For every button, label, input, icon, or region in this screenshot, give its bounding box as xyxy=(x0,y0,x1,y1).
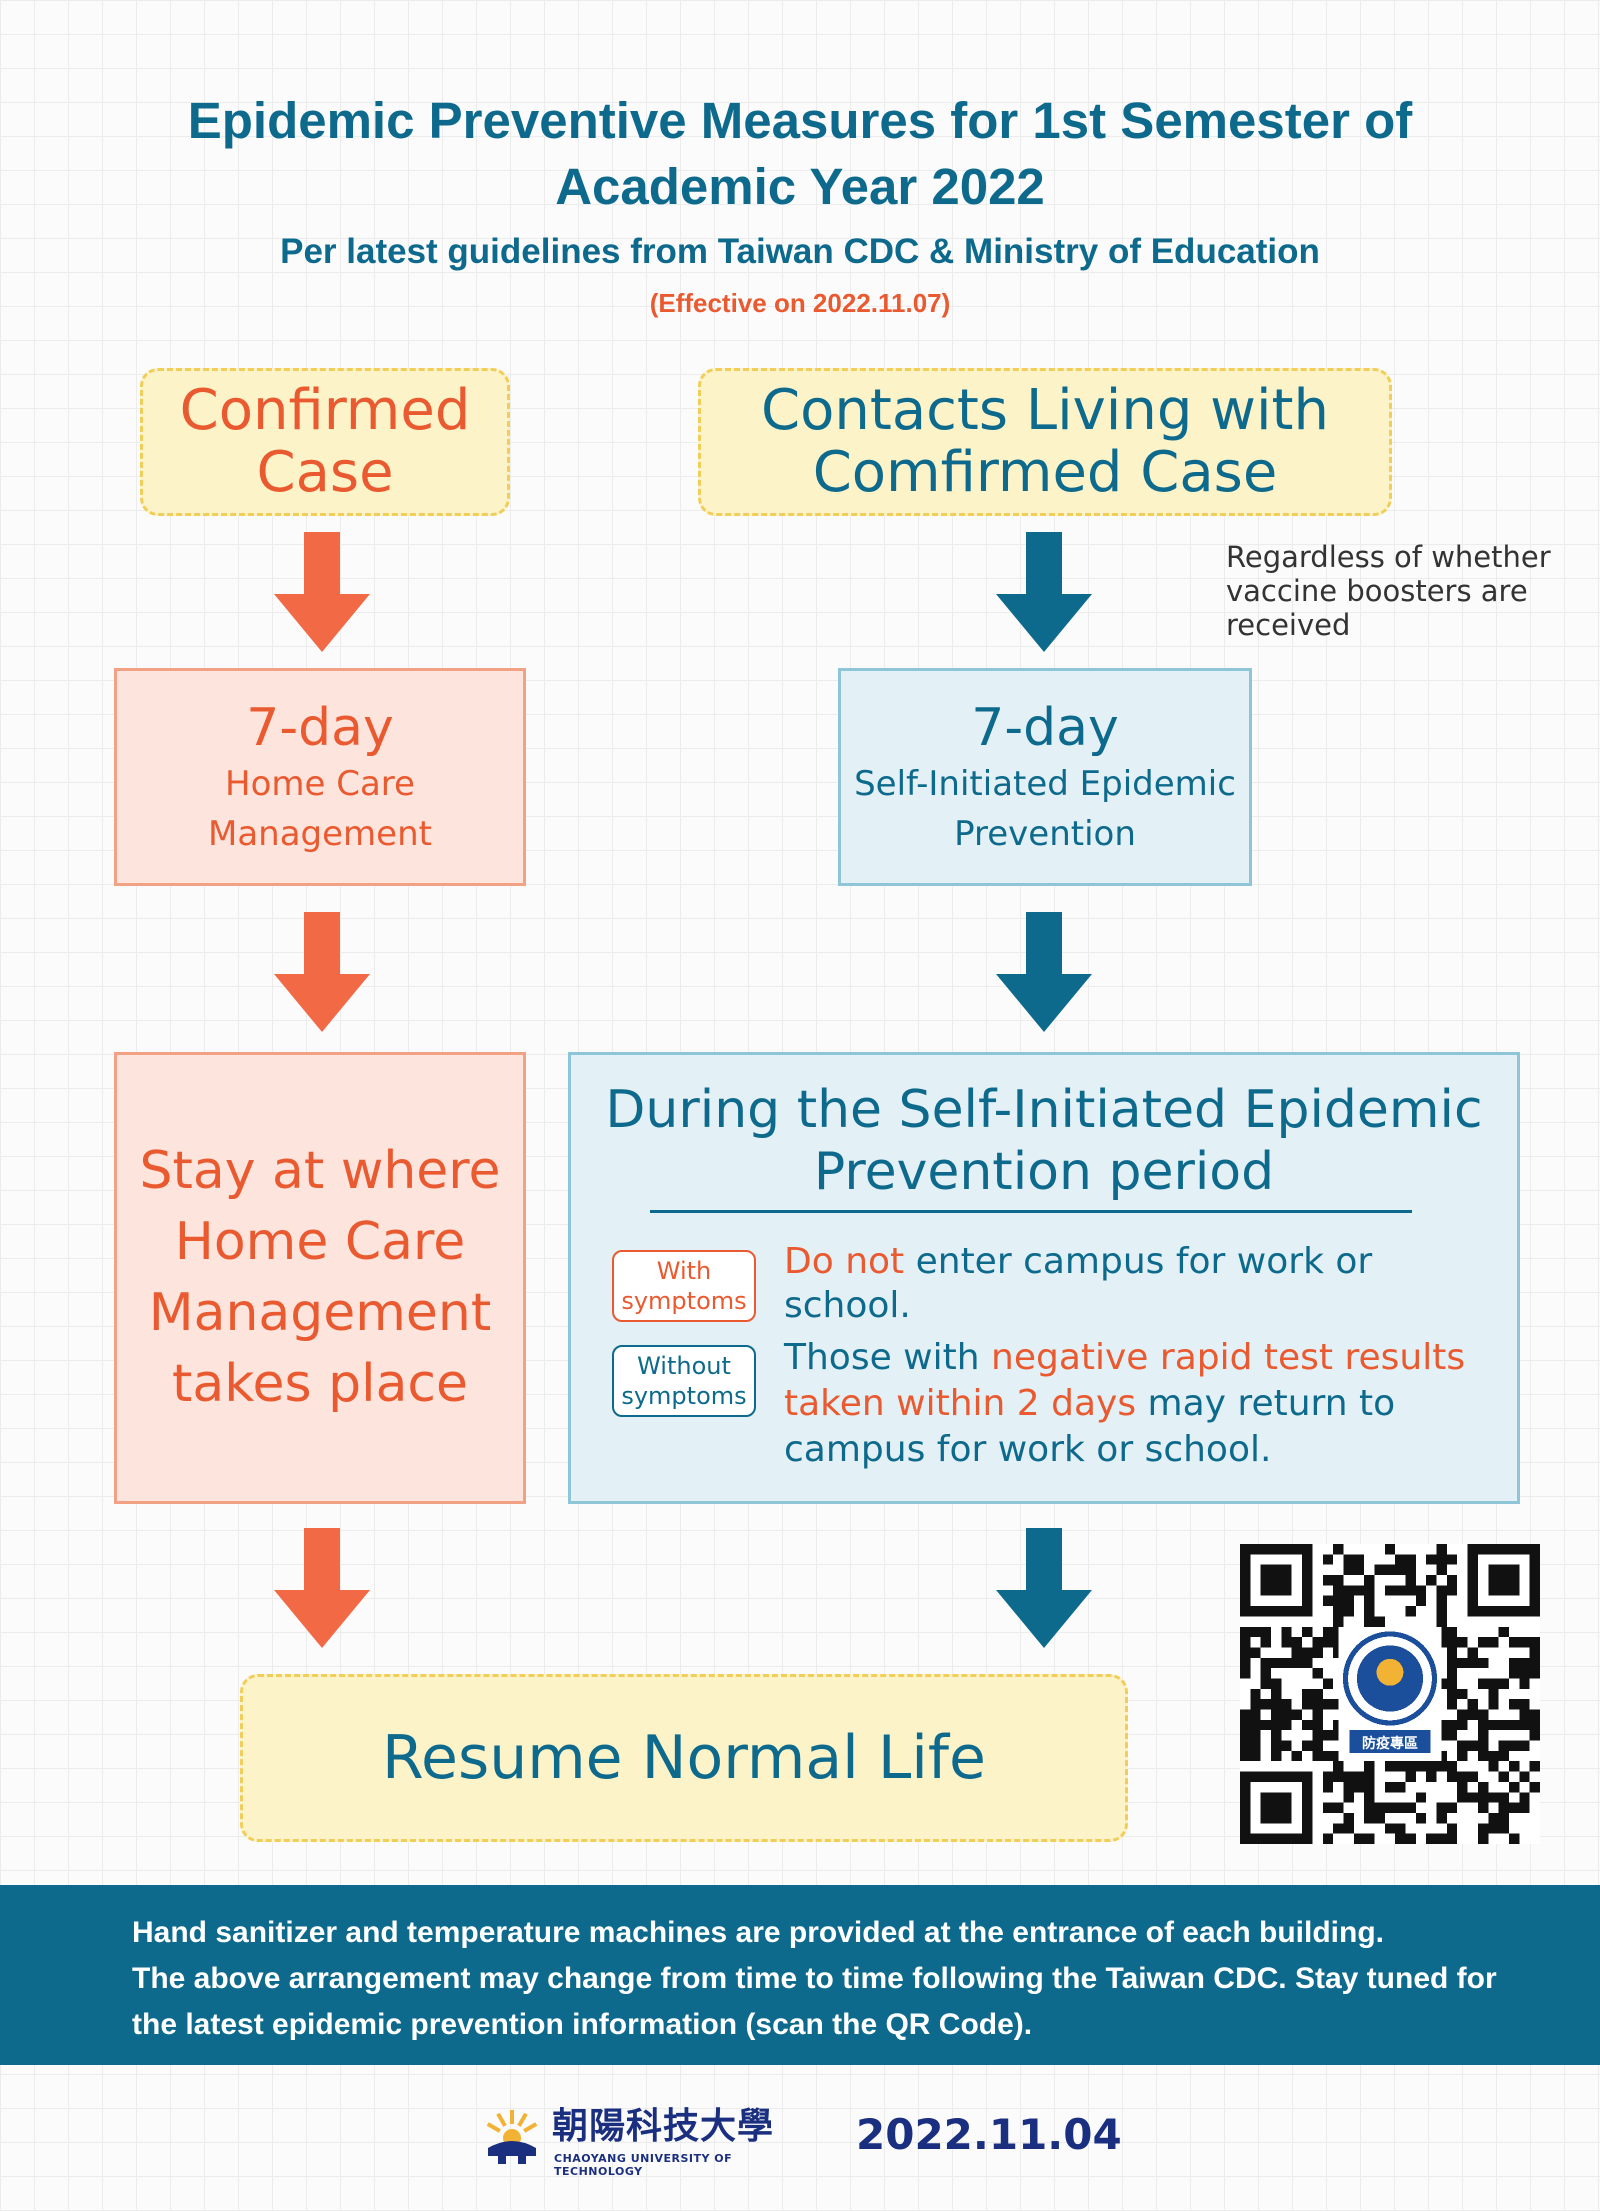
heading-divider xyxy=(650,1210,1412,1213)
footer-notice: Hand sanitizer and temperature machines … xyxy=(132,1910,1512,2048)
without-symptoms-tag: Without symptoms xyxy=(612,1345,756,1417)
qr-badge-text: 防疫專區 xyxy=(1362,1736,1418,1752)
stay-box: Stay at where Home Care Management takes… xyxy=(114,1052,526,1504)
home-care-days: 7-day xyxy=(246,698,394,758)
stay-text: Stay at where Home Care Management takes… xyxy=(139,1141,501,1414)
footer-line-2: The above arrangement may change from ti… xyxy=(132,1962,1497,2041)
without-symptoms-after: may return to campus for work or school. xyxy=(784,1383,1396,1470)
qr-code-icon[interactable]: 防疫專區 xyxy=(1240,1544,1540,1844)
down-arrow-icon xyxy=(274,532,370,652)
down-arrow-icon xyxy=(996,532,1092,652)
confirmed-case-heading: Confirmed Case xyxy=(179,378,471,505)
without-symptoms-before: Those with xyxy=(784,1337,991,1378)
resume-normal-life-box: Resume Normal Life xyxy=(240,1674,1128,1842)
booster-note: Regardless of whether vaccine boosters a… xyxy=(1226,540,1551,642)
poster-date: 2022.11.04 xyxy=(856,2110,1122,2159)
sun-gear-icon xyxy=(486,2110,538,2164)
page-title: Epidemic Preventive Measures for 1st Sem… xyxy=(187,92,1413,215)
with-symptoms-body: enter campus for work or school. xyxy=(784,1241,1373,1326)
down-arrow-icon xyxy=(274,912,370,1032)
home-care-label: Home Care Management xyxy=(208,764,432,854)
without-symptoms-highlight: negative rapid test results taken within… xyxy=(784,1337,1466,1424)
self-initiated-label: Self-Initiated Epidemic Prevention xyxy=(854,764,1236,854)
footer-line-1: Hand sanitizer and temperature machines … xyxy=(132,1916,1384,1949)
down-arrow-icon xyxy=(274,1528,370,1648)
footer-band xyxy=(0,1885,1600,2065)
home-care-box: 7-day Home Care Management xyxy=(114,668,526,886)
self-initiated-box: 7-day Self-Initiated Epidemic Prevention xyxy=(838,668,1252,886)
university-name-zh: 朝陽科技大學 xyxy=(552,2106,775,2147)
with-symptoms-highlight: Do not xyxy=(784,1241,905,1282)
page-subtitle: Per latest guidelines from Taiwan CDC & … xyxy=(280,232,1320,271)
period-heading: During the Self-Initiated Epidemic Preve… xyxy=(605,1080,1483,1202)
confirmed-case-box: Confirmed Case xyxy=(140,368,510,516)
university-logo: 朝陽科技大學 CHAOYANG UNIVERSITY OF TECHNOLOGY xyxy=(482,2104,802,2178)
with-symptoms-tag: With symptoms xyxy=(612,1250,756,1322)
resume-normal-life-text: Resume Normal Life xyxy=(382,1723,986,1793)
down-arrow-icon xyxy=(996,1528,1092,1648)
self-initiated-days: 7-day xyxy=(971,698,1119,758)
effective-date: (Effective on 2022.11.07) xyxy=(649,288,951,318)
contacts-heading: Contacts Living with Comfirmed Case xyxy=(761,378,1329,505)
without-symptoms-text: Those with negative rapid test results t… xyxy=(784,1335,1484,1473)
down-arrow-icon xyxy=(996,912,1092,1032)
contacts-box: Contacts Living with Comfirmed Case xyxy=(698,368,1392,516)
university-name-en: CHAOYANG UNIVERSITY OF TECHNOLOGY xyxy=(554,2152,733,2178)
with-symptoms-text: Do not enter campus for work or school. xyxy=(784,1240,1474,1328)
